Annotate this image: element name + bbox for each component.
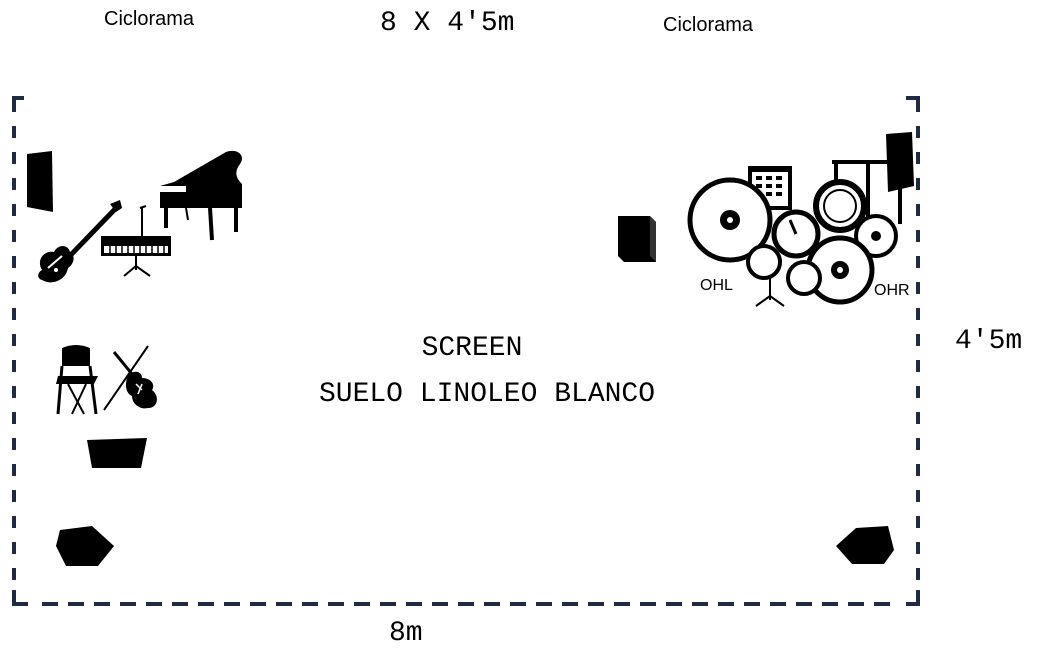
floor-label: SUELO LINOLEO BLANCO xyxy=(318,379,656,410)
side-fill-speaker-left-icon xyxy=(27,151,53,212)
keyboard-on-stand-icon xyxy=(101,205,171,277)
cajon-icon xyxy=(618,216,656,262)
screen-label: SCREEN xyxy=(421,333,523,364)
cyclorama-label-right: Ciclorama xyxy=(663,14,754,36)
cyclorama-label-left: Ciclorama xyxy=(104,8,195,30)
violin-icon xyxy=(103,345,157,411)
overhead-right-label: OHR xyxy=(874,282,910,299)
bass-guitar-icon xyxy=(38,200,122,283)
stage-size-label: 8 X 4'5m xyxy=(380,8,515,39)
monitor-wedge-left-icon xyxy=(56,526,114,566)
drum-kit-icon xyxy=(687,160,902,307)
stage-width-label: 8m xyxy=(389,618,423,648)
monitor-wedge-right-icon xyxy=(836,526,894,564)
grand-piano-icon xyxy=(160,150,243,241)
overhead-left-label: OHL xyxy=(700,277,733,294)
folding-chair-icon xyxy=(56,345,98,415)
stage-depth-label: 4'5m xyxy=(955,326,1023,357)
monitor-wedge-center-icon xyxy=(87,438,147,468)
